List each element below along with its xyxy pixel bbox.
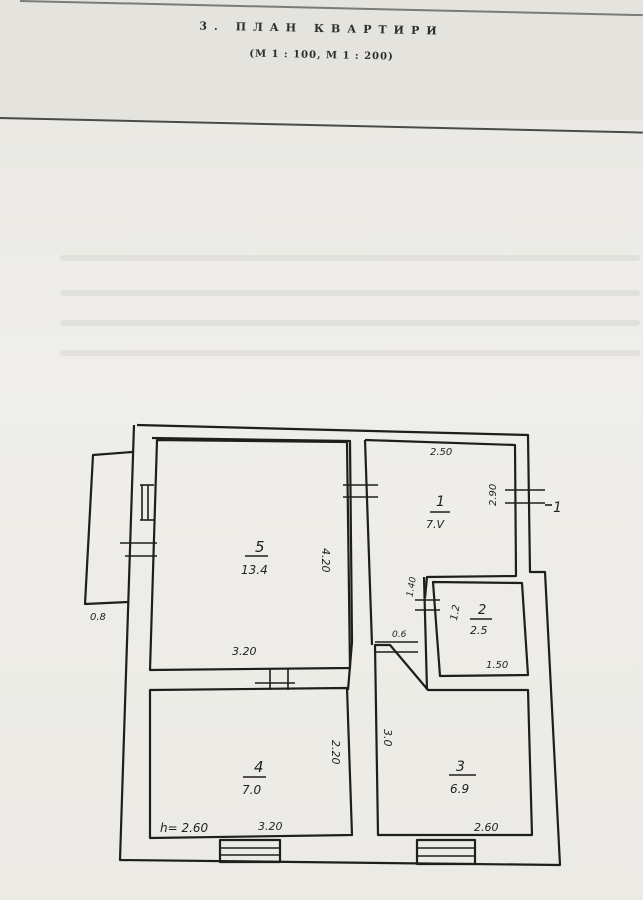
balcony-outline [83,450,133,606]
room-1-area: 7.V [426,518,445,531]
room-4-width: 3.20 [258,820,283,833]
room-1-left-wall [363,439,374,646]
room-4-number: 4 [254,758,264,776]
entrance-steps-left [218,838,282,864]
room-2-number: 2 [478,603,486,618]
room-5-width: 3.20 [232,645,257,658]
room-3-width: 2.60 [474,821,499,834]
room-2-height: 1.2 [449,604,463,622]
room-3-number: 3 [456,759,465,775]
faded-line [60,290,640,296]
room-4-height: 2.20 [329,740,342,765]
room-5-height: 4.20 [319,548,332,573]
room-2-outline [431,580,530,678]
faded-line [60,320,640,326]
ceiling-height-note: h= 2.60 [160,821,209,835]
room-4-outline [148,686,354,840]
section-marker: 1 [553,500,562,516]
room-5-number: 5 [255,538,265,556]
header-band [0,0,643,120]
outer-wall [118,423,562,867]
room-1-height: 2.90 [488,484,499,506]
door-markers [120,484,552,690]
room-3-height: 3.0 [381,729,394,747]
room-5-area: 13.4 [241,563,268,577]
faded-line [60,255,640,261]
room-1-number: 1 [436,494,445,510]
entrance-steps-right [415,838,477,866]
room-2-area: 2.5 [470,624,488,637]
room-3-area: 6.9 [450,782,469,796]
room-5-outline [148,438,352,672]
balcony-depth: 0.8 [90,612,106,623]
room-2-side: 1.40 [406,576,419,598]
room-1-outline [364,438,518,599]
faded-line [60,350,640,356]
room-3-outline [373,643,534,837]
room-2-width: 1.50 [486,660,508,671]
room-4-area: 7.0 [242,783,261,797]
room-1-width: 2.50 [430,447,452,458]
room-3-door-width: 0.6 [392,630,407,640]
room-2-partition [422,576,429,691]
